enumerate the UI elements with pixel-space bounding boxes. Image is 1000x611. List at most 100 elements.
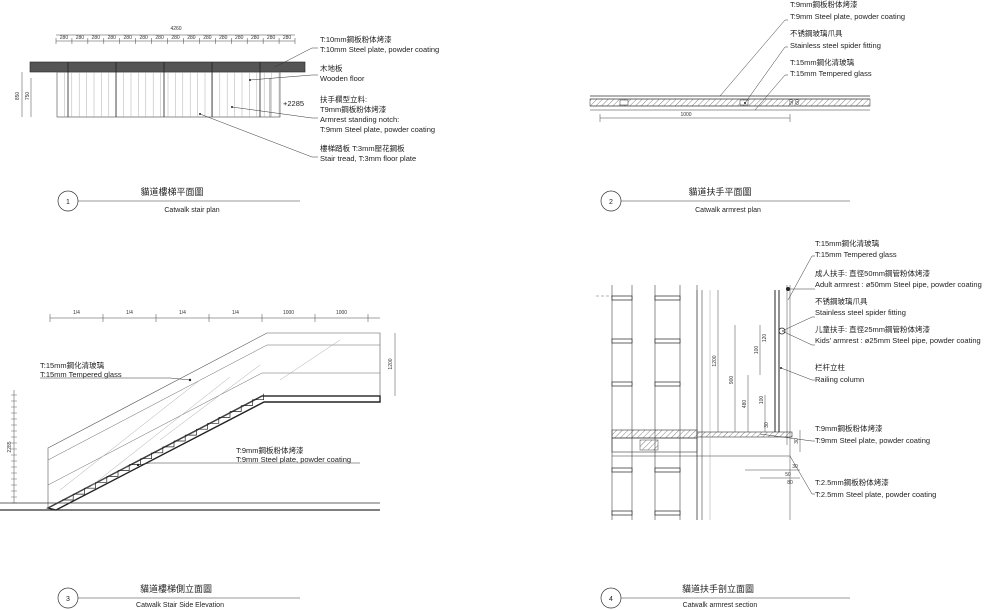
top-dimension: 1000 — [283, 310, 294, 316]
small-dimension-row: 280 280 280 280 280 280 280 280 280 280 280 280 280 2… — [55, 35, 296, 44]
drawing-title-zh: 貓道樓梯平面圖 — [140, 186, 203, 197]
drawing-number: 1 — [66, 199, 70, 206]
kids-armrest-pipe — [778, 327, 786, 335]
small-dimension: 280 — [267, 35, 276, 41]
note-6-en: T:9mm Steel plate, powder coating — [815, 436, 930, 445]
note-3-zh: 扶手欄型立料: — [320, 94, 367, 104]
top-steel-plate — [29, 61, 306, 73]
dim-900: 900 — [729, 376, 735, 385]
bottom-dim-30: 30 — [792, 464, 798, 470]
armrest-plan-glass — [589, 98, 871, 107]
note-4-zh: 樓梯踏板 T:3mm壓花鋼板 — [320, 143, 405, 153]
note-4-en: Stair tread, T:3mm floor plate — [320, 154, 416, 163]
note-7-zh: T:2.5mm鋼板粉体烤漆 — [815, 477, 889, 487]
stair-treads — [62, 393, 264, 501]
drawing-number: 3 — [66, 596, 70, 603]
top-dimension-row: 1/4 1/4 1/4 1/4 1000 1000 — [49, 310, 369, 322]
bottom-dimension: 1000 — [680, 112, 691, 118]
top-dimension: 1/4 — [179, 310, 186, 316]
small-dimension: 280 — [235, 35, 244, 41]
drawing-title-zh: 貓道扶手平面圖 — [688, 186, 751, 197]
bottom-dim-80: 80 — [787, 480, 793, 486]
left-dimension-inner: 750 — [25, 92, 31, 101]
drawing-title-en: Catwalk Stair Side Elevation — [136, 602, 224, 609]
stair-stringer — [46, 395, 381, 511]
small-dimension: 280 — [139, 35, 148, 41]
note-2-en: Stainless steel spider fitting — [790, 41, 881, 50]
panel-2-armrest-plan: 1000 50 60 T:9mm鋼板粉体烤漆 T:9mm Steel plate… — [589, 0, 905, 214]
small-dimension: 280 — [251, 35, 260, 41]
note-1-zh: T:15mm鋼化清玻璃 — [40, 360, 105, 370]
note-2-zh: T:9mm鋼板粉体烤漆 — [236, 445, 304, 455]
top-dimension: 1/4 — [126, 310, 133, 316]
small-dimension: 280 — [203, 35, 212, 41]
note-1-zh: T:10mm鋼板粉体烤漆 — [320, 34, 392, 44]
small-dimension: 280 — [92, 35, 101, 41]
right-dimension: 1200 — [388, 358, 394, 369]
drawing-title-en: Catwalk stair plan — [164, 207, 219, 214]
small-dimension: 280 — [60, 35, 69, 41]
dim-100-b: 100 — [754, 346, 760, 355]
note-7-en: T:2.5mm Steel plate, powder coating — [815, 490, 936, 499]
note-1-en: T:15mm Tempered glass — [815, 250, 897, 259]
top-dimension: 1/4 — [232, 310, 239, 316]
drawing-title-en: Catwalk armrest plan — [695, 207, 761, 214]
note-4-zh: 儿童扶手: 直徑25mm鋼管粉体烤漆 — [815, 324, 931, 334]
level-mark: +2285 — [283, 99, 304, 108]
side-dimension-1: 50 — [789, 99, 795, 105]
small-dimension: 280 — [124, 35, 133, 41]
overall-dimension: 4260 — [170, 26, 181, 32]
drawing-title-zh: 貓道扶手剖立面圖 — [682, 583, 754, 594]
stair-plan-outline — [56, 71, 281, 118]
dim-120: 120 — [762, 334, 768, 343]
side-dimension-2: 60 — [795, 99, 801, 105]
small-dimension: 280 — [155, 35, 164, 41]
dim-30-a: 30 — [764, 422, 770, 428]
deck-slab — [611, 429, 698, 439]
note-3-zh: T:15mm鋼化清玻璃 — [790, 57, 855, 67]
dim-480: 480 — [742, 400, 748, 409]
top-dimension: 1000 — [336, 310, 347, 316]
note-2-zh: 成人扶手: 直徑50mm鋼管粉体烤漆 — [815, 268, 931, 278]
small-dimension: 280 — [283, 35, 292, 41]
note-3-zh: 不锈鋼玻璃爪具 — [815, 296, 868, 306]
note-4-en: Kids' armrest : ø25mm Steel pipe, powder… — [815, 336, 981, 345]
drawing-number: 4 — [609, 596, 613, 603]
dim-100-a: 100 — [759, 396, 765, 405]
small-dimension: 280 — [76, 35, 85, 41]
note-1-zh: T:15mm鋼化清玻璃 — [815, 238, 880, 248]
section-column-left — [596, 285, 698, 520]
note-2-zh: 木地板 — [320, 63, 343, 73]
note-3-zh2: T9mm鋼板粉体烤漆 — [320, 104, 387, 114]
note-2-en: Adult armrest : ø50mm Steel pipe, powder… — [815, 280, 982, 289]
small-dimension: 280 — [187, 35, 196, 41]
note-5-en: Railing column — [815, 375, 864, 384]
note-1-en: T:15mm Tempered glass — [40, 370, 122, 379]
note-3-en: Stainless steel spider fitting — [815, 308, 906, 317]
drawing-number: 2 — [609, 199, 613, 206]
top-dimension: 1/4 — [73, 310, 80, 316]
note-5-zh: 栏杆立柱 — [815, 362, 845, 372]
bottom-dim-50: 50 — [785, 472, 791, 478]
note-2-en: T:9mm Steel plate, powder coating — [236, 455, 351, 464]
note-1-en: T:9mm Steel plate, powder coating — [790, 12, 905, 21]
note-1-en: T:10mm Steel plate, powder coating — [320, 45, 439, 54]
note-2-zh: 不锈鋼玻璃爪具 — [790, 28, 843, 38]
left-dimension-outer: 850 — [15, 92, 21, 101]
drawing-title-en: Catwalk armrest section — [683, 602, 758, 609]
small-dimension: 280 — [219, 35, 228, 41]
tempered-glass-panel — [47, 332, 381, 509]
left-dimension: 2285 — [7, 441, 13, 452]
dim-1200: 1200 — [712, 355, 718, 366]
small-dimension: 280 — [171, 35, 180, 41]
dim-30-b: 30 — [794, 438, 800, 444]
note-2-en: Wooden floor — [320, 74, 365, 83]
note-1-zh: T:9mm鋼板粉体烤漆 — [790, 0, 858, 9]
panel-4-armrest-section: 1200 900 480 100 100 30 120 30 30 50 80 … — [596, 238, 982, 609]
note-3-en2: T:9mm Steel plate, powder coating — [320, 125, 435, 134]
note-6-zh: T:9mm鋼板粉体烤漆 — [815, 423, 883, 433]
drawing-title-zh: 貓道樓梯側立面圖 — [140, 583, 212, 594]
